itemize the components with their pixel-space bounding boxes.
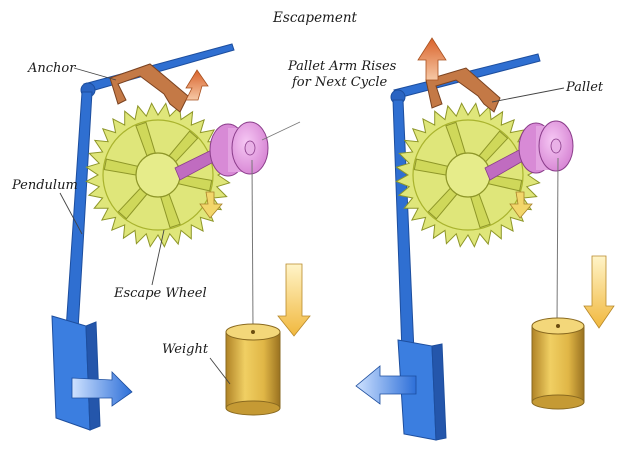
label-weight: Weight xyxy=(162,342,209,357)
right-escape-wheel xyxy=(395,102,541,248)
right-rotation-arrow xyxy=(509,191,533,219)
left-weight xyxy=(225,323,281,416)
right-drum xyxy=(518,120,574,174)
left-up-arrow xyxy=(185,69,209,101)
right-string xyxy=(556,157,559,325)
right-down-arrow xyxy=(583,255,615,329)
left-rotation-arrow xyxy=(199,191,223,219)
labels: Anchor Pendulum Escape Wheel Weight Pall… xyxy=(11,59,604,385)
label-pallet-arm-line2: for Next Cycle xyxy=(291,75,387,90)
left-pendulum-bob xyxy=(51,315,91,431)
label-pendulum: Pendulum xyxy=(11,178,78,193)
left-string xyxy=(251,159,254,331)
label-anchor: Anchor xyxy=(27,61,76,76)
right-pendulum-rod xyxy=(392,99,415,353)
left-assembly xyxy=(51,43,311,431)
right-up-arrow xyxy=(417,37,447,81)
left-escape-wheel xyxy=(85,102,231,248)
right-bob-arrow xyxy=(355,365,417,405)
right-anchor xyxy=(425,67,501,113)
label-escape-wheel: Escape Wheel xyxy=(113,286,207,301)
left-drum xyxy=(209,121,301,177)
left-anchor xyxy=(109,63,189,113)
right-weight xyxy=(531,317,585,410)
right-assembly xyxy=(355,37,615,441)
left-down-arrow xyxy=(277,263,311,337)
label-pallet: Pallet xyxy=(565,80,604,95)
left-bob-arrow xyxy=(71,371,133,407)
label-pallet-arm-line1: Pallet Arm Rises xyxy=(287,59,397,74)
diagram-title: Escapement xyxy=(272,10,358,26)
